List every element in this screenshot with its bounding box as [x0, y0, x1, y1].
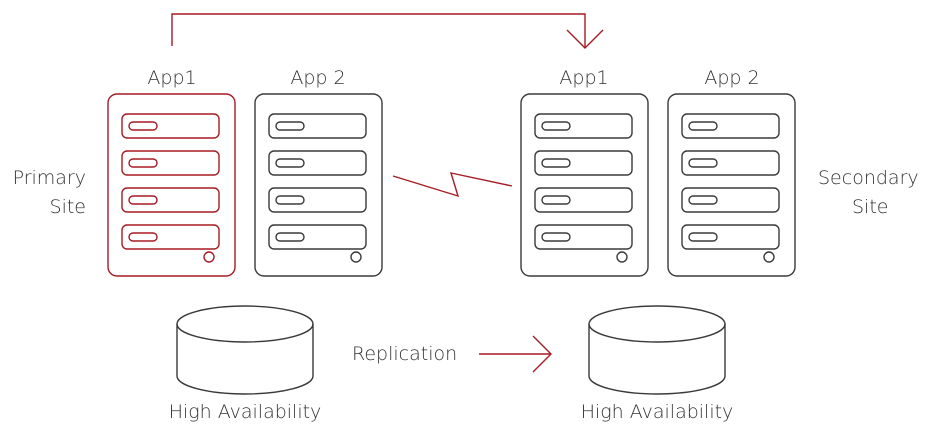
primary-app2-server-icon — [254, 93, 383, 277]
drive-handle — [541, 232, 571, 242]
replication-arrow — [479, 335, 552, 373]
drive-handle — [128, 232, 158, 242]
secondary-database-icon — [588, 305, 726, 395]
secondary-database-label: High Availability — [581, 401, 734, 423]
drive-handle — [541, 158, 571, 168]
primary-database-label: High Availability — [169, 401, 322, 423]
drive-bay — [681, 150, 780, 176]
drive-handle — [275, 121, 305, 131]
drive-bay — [681, 113, 780, 139]
secondary-site-label-line1: Secondary — [818, 167, 919, 189]
secondary-app2-label: App 2 — [704, 67, 759, 89]
power-led — [616, 251, 628, 263]
drive-bay — [121, 150, 220, 176]
wan-link — [392, 172, 513, 198]
failover-arrow — [171, 13, 604, 49]
drive-bay — [121, 187, 220, 213]
drive-bay — [534, 113, 633, 139]
drive-bay — [268, 150, 367, 176]
drive-bay — [681, 187, 780, 213]
drive-bay — [681, 224, 780, 250]
primary-database-icon — [176, 305, 314, 395]
drive-bay — [121, 224, 220, 250]
drive-bay — [268, 187, 367, 213]
drive-handle — [128, 121, 158, 131]
secondary-app1-label: App1 — [559, 67, 608, 89]
drive-handle — [688, 195, 718, 205]
drive-handle — [688, 158, 718, 168]
primary-site-label-line1: Primary — [13, 167, 86, 189]
drive-bay — [268, 113, 367, 139]
secondary-app1-server-icon — [520, 93, 649, 277]
drive-handle — [128, 158, 158, 168]
power-led — [350, 251, 362, 263]
secondary-site-label-line2: Site — [852, 196, 888, 218]
drive-handle — [688, 121, 718, 131]
drive-handle — [128, 195, 158, 205]
drive-bay — [121, 113, 220, 139]
drive-bay — [534, 187, 633, 213]
primary-app1-label: App1 — [147, 67, 196, 89]
drive-bay — [534, 224, 633, 250]
primary-site-label-line2: Site — [50, 196, 86, 218]
primary-app1-server-icon — [107, 93, 236, 277]
drive-handle — [688, 232, 718, 242]
drive-handle — [275, 158, 305, 168]
drive-handle — [541, 121, 571, 131]
drive-bay — [534, 150, 633, 176]
power-led — [203, 251, 215, 263]
drive-bay — [268, 224, 367, 250]
drive-handle — [275, 232, 305, 242]
secondary-app2-server-icon — [667, 93, 796, 277]
drive-handle — [541, 195, 571, 205]
drive-handle — [275, 195, 305, 205]
power-led — [763, 251, 775, 263]
replication-label: Replication — [352, 343, 457, 365]
primary-app2-label: App 2 — [290, 67, 345, 89]
